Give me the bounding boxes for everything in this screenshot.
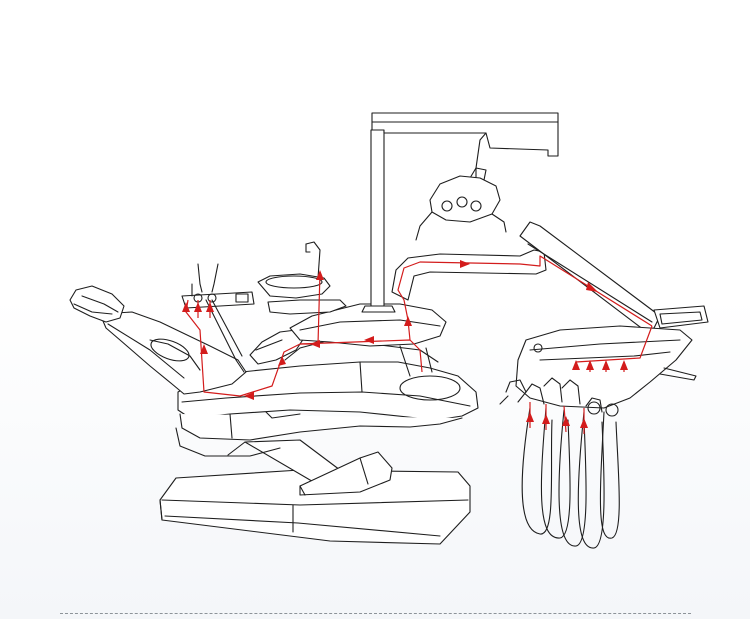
flow-arrow (580, 418, 588, 428)
light-pole (361, 112, 559, 313)
chair-backrest (99, 311, 247, 395)
lift-column (227, 439, 393, 496)
assistant-instrument-tray (181, 263, 255, 373)
flow-arrow (586, 282, 598, 292)
flow-arrow (316, 270, 324, 280)
flow-arrow (310, 340, 320, 348)
flow-arrow (542, 414, 550, 424)
spittoon-unit (257, 241, 347, 315)
flow-arrow (460, 260, 470, 268)
flow-arrow (404, 316, 412, 326)
flow-arrow (182, 302, 190, 312)
operating-light (415, 167, 507, 241)
flow-arrow (620, 360, 628, 370)
flow-arrow (194, 302, 202, 312)
flow-arrow (602, 360, 610, 370)
doctor-delivery-unit (515, 305, 709, 409)
chair-headrest (69, 285, 125, 323)
flow-arrow (364, 336, 374, 344)
flow-arrow (586, 360, 594, 370)
instrument-hoses (499, 377, 620, 549)
flow-arrow (200, 344, 208, 354)
flow-arrow (526, 412, 534, 422)
chair-base (159, 469, 471, 545)
flow-arrow (206, 302, 214, 312)
flow-arrow (244, 392, 254, 400)
flow-arrow (278, 356, 286, 366)
footer-divider (60, 613, 691, 614)
flow-arrow (572, 360, 580, 370)
chair-seat (175, 339, 479, 457)
flow-arrow (562, 416, 570, 426)
